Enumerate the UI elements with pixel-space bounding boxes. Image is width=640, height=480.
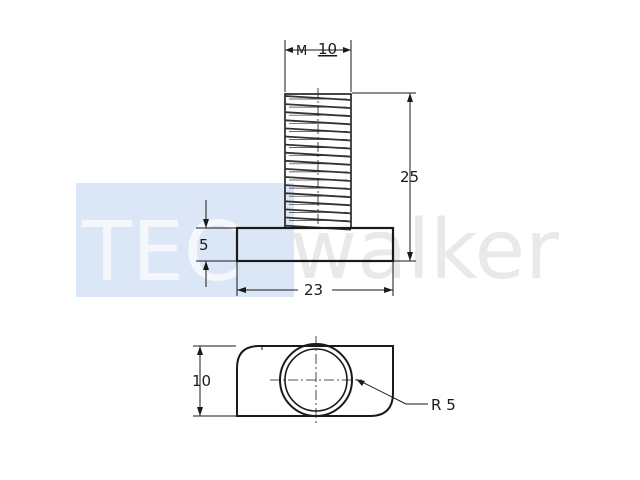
watermark-text-tec: TEC xyxy=(81,205,241,300)
head-height-label: 5 xyxy=(199,236,209,254)
thread-label-prefix: M xyxy=(296,44,307,59)
watermark-box xyxy=(76,183,294,297)
thread-label-value: 10 xyxy=(318,40,337,58)
watermark: TEC walker xyxy=(76,183,559,300)
side-view xyxy=(196,40,416,296)
length-arrow-bottom xyxy=(407,252,413,261)
top-height-arrow-bottom xyxy=(197,407,203,416)
top-height-label: 10 xyxy=(192,372,211,390)
length-label: 25 xyxy=(400,168,419,186)
head-width-arrow-left xyxy=(237,287,246,293)
radius-arrow xyxy=(356,379,365,386)
watermark-text-walker: walker xyxy=(290,203,559,298)
side-view-labels: M 10 25 5 23 xyxy=(199,40,419,299)
thread-arrow-left xyxy=(285,47,293,53)
radius-label: R 5 xyxy=(431,396,456,414)
radius-leader xyxy=(357,379,407,405)
head-width-label: 23 xyxy=(304,281,323,299)
top-height-arrow-top xyxy=(197,346,203,355)
nut-outline xyxy=(236,345,394,417)
thread-arrow-right xyxy=(343,47,351,53)
top-view-labels: 10 R 5 xyxy=(192,372,456,414)
top-view xyxy=(193,336,428,424)
bolt-head xyxy=(235,226,395,263)
length-arrow-top xyxy=(407,93,413,102)
head-height-arrow-top xyxy=(203,219,209,228)
head-height-arrow-bottom xyxy=(203,261,209,270)
head-width-arrow-right xyxy=(384,287,393,293)
